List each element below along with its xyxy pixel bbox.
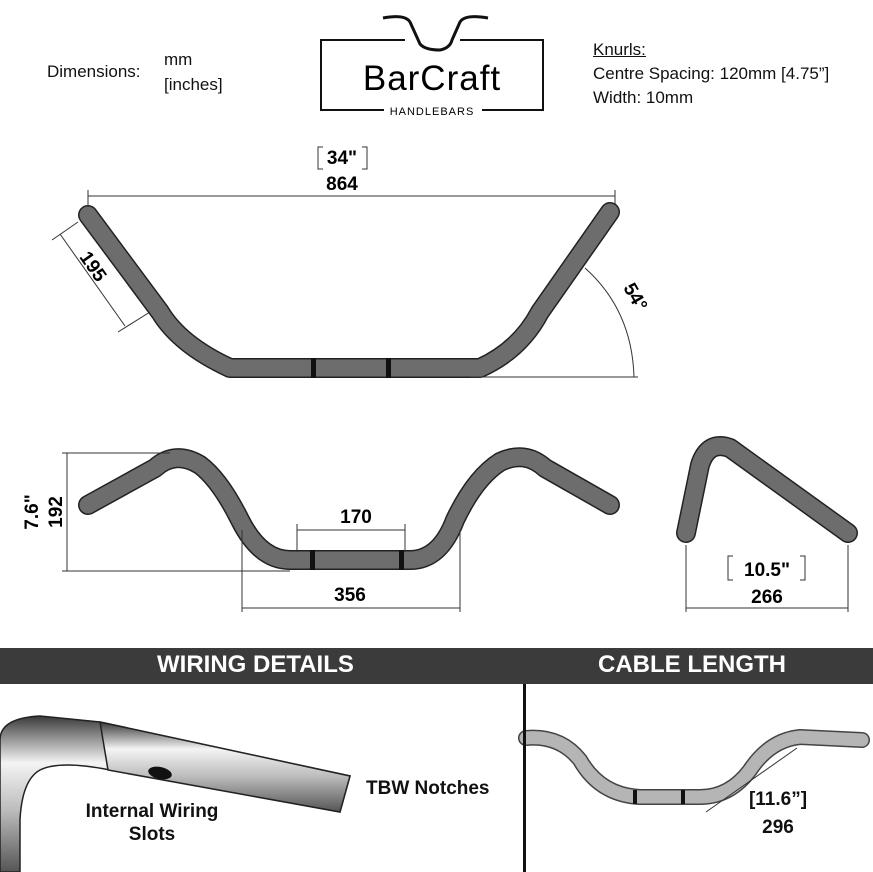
side-height-in: 7.6" [22,494,43,529]
profile-pullback-mm: 266 [751,587,783,608]
front-width-mm: 864 [326,174,358,195]
front-tube [79,203,619,377]
cable-length-in: [11.6”] [748,789,808,810]
tbw-notches-label: TBW Notches [366,778,490,799]
wiring-slot-icon [148,766,172,780]
side-centre-mm: 170 [340,507,372,528]
barcraft-logo: BarCraft HANDLEBARS [320,15,544,118]
front-angle: 54° [618,280,651,315]
knurls-title: Knurls: [593,40,646,59]
cable-length-title: CABLE LENGTH [598,651,786,678]
cable-illustration [518,729,870,813]
wiring-illustration [0,715,351,872]
wiring-details-title: WIRING DETAILS [157,651,354,678]
side-height-mm: 192 [46,496,67,528]
section-header-band: WIRING DETAILS CABLE LENGTH [0,648,873,684]
logo-tagline: HANDLEBARS [390,106,475,118]
cable-length-mm: 296 [762,817,794,838]
internal-wiring-label-2: Slots [128,824,176,845]
side-view: 7.6" 192 170 356 [22,447,620,612]
logo-brand: BarCraft [363,59,501,98]
dimensions-label: Dimensions: [47,62,141,81]
knurls-width: Width: 10mm [593,88,694,107]
unit-secondary: [inches] [164,75,223,94]
logo-handlebar-icon [382,15,489,52]
front-view: 34" 864 195 54° [51,146,651,378]
profile-view: 10.5" 266 [676,436,858,612]
profile-tube [677,437,857,542]
side-tube [79,448,619,569]
section-divider [523,684,526,872]
internal-wiring-label-1: Internal Wiring [85,801,219,822]
unit-primary: mm [164,50,193,69]
profile-pullback-in: 10.5" [744,560,790,581]
knurls-spacing: Centre Spacing: 120mm [4.75”] [593,64,830,83]
front-width-in: 34" [327,148,357,169]
side-base-mm: 356 [334,585,366,606]
cable-tube [519,730,869,804]
